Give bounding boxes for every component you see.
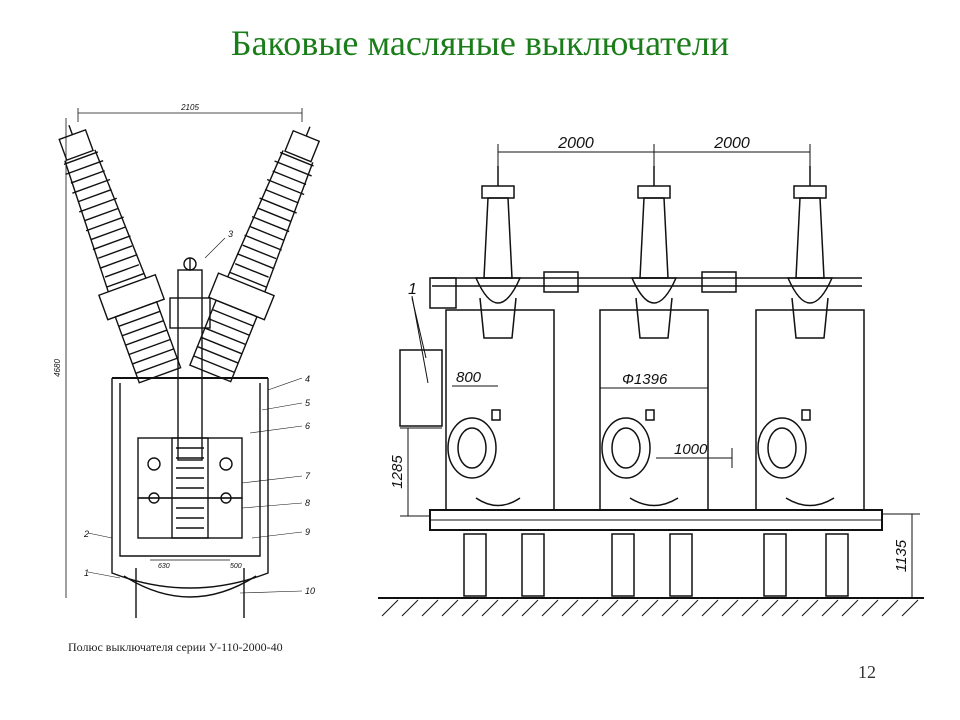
dim-1135: 1135 xyxy=(893,539,910,572)
callout-right-1: 1 xyxy=(408,281,417,298)
dim-bottom-right-label: 500 xyxy=(230,563,242,570)
callout-5: 5 xyxy=(305,398,311,408)
pole-drawing: 2105 4680 630 500 1 2 3 4 5 6 7 8 9 10 xyxy=(53,103,321,618)
three-pole-drawing: 2000 2000 1 800 Ф1396 1000 1285 1135 xyxy=(378,135,924,617)
callout-8: 8 xyxy=(305,498,310,508)
callout-1: 1 xyxy=(84,568,89,578)
slide-title: Баковые масляные выключатели xyxy=(230,23,730,63)
callout-7: 7 xyxy=(305,471,311,481)
dim-height-label: 4680 xyxy=(53,359,62,377)
dim-diameter: Ф1396 xyxy=(622,371,668,388)
dim-spacing-2: 2000 xyxy=(713,135,750,152)
callout-6: 6 xyxy=(305,421,310,431)
dim-spacing-1: 2000 xyxy=(557,135,594,152)
figure-caption: Полюс выключателя серии У-110-2000-40 xyxy=(68,640,283,654)
callout-9: 9 xyxy=(305,527,310,537)
dim-bottom-left-label: 630 xyxy=(158,563,170,570)
page-number: 12 xyxy=(858,662,876,682)
callout-10: 10 xyxy=(305,586,315,596)
callout-4: 4 xyxy=(305,374,310,384)
dim-800: 800 xyxy=(456,369,482,386)
dim-1285: 1285 xyxy=(389,455,406,489)
dim-top-label: 2105 xyxy=(180,103,199,112)
callout-3: 3 xyxy=(228,229,233,239)
callout-2: 2 xyxy=(83,529,89,539)
dim-1000: 1000 xyxy=(674,441,708,458)
